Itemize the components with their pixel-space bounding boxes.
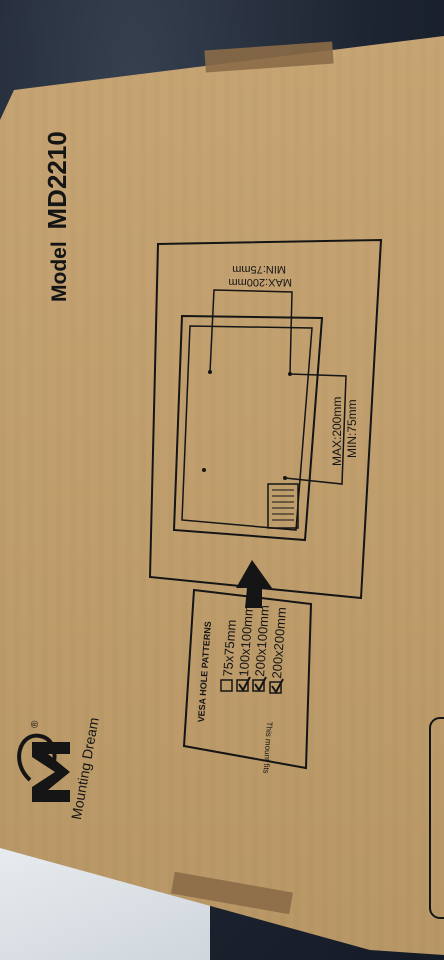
handle-cutout xyxy=(429,717,444,919)
checkbox-75 xyxy=(220,679,233,692)
check-icon xyxy=(238,676,251,692)
dim-horizontal-bracket xyxy=(209,289,293,375)
dim-vertical-bracket xyxy=(284,373,347,485)
dim-max-vertical: MAX:200mm xyxy=(330,396,344,466)
check-icon xyxy=(271,678,284,694)
mounting-dream-logo xyxy=(17,733,70,802)
brand-registered: ® xyxy=(30,720,41,728)
monitor-outer xyxy=(172,314,324,542)
monitor-label-plate xyxy=(267,483,299,529)
vesa-hole-3 xyxy=(202,468,206,472)
diagram-outer-frame xyxy=(148,238,383,600)
dim-min-horizontal: MIN:75mm xyxy=(232,263,286,275)
vesa-box-frame xyxy=(182,588,313,770)
monitor-inner xyxy=(181,325,313,531)
dim-min-vertical: MIN:75mm xyxy=(345,399,359,458)
arrow-icon xyxy=(236,560,272,608)
dim-max-horizontal: MAX:200mm xyxy=(228,276,292,288)
check-icon xyxy=(254,676,267,692)
